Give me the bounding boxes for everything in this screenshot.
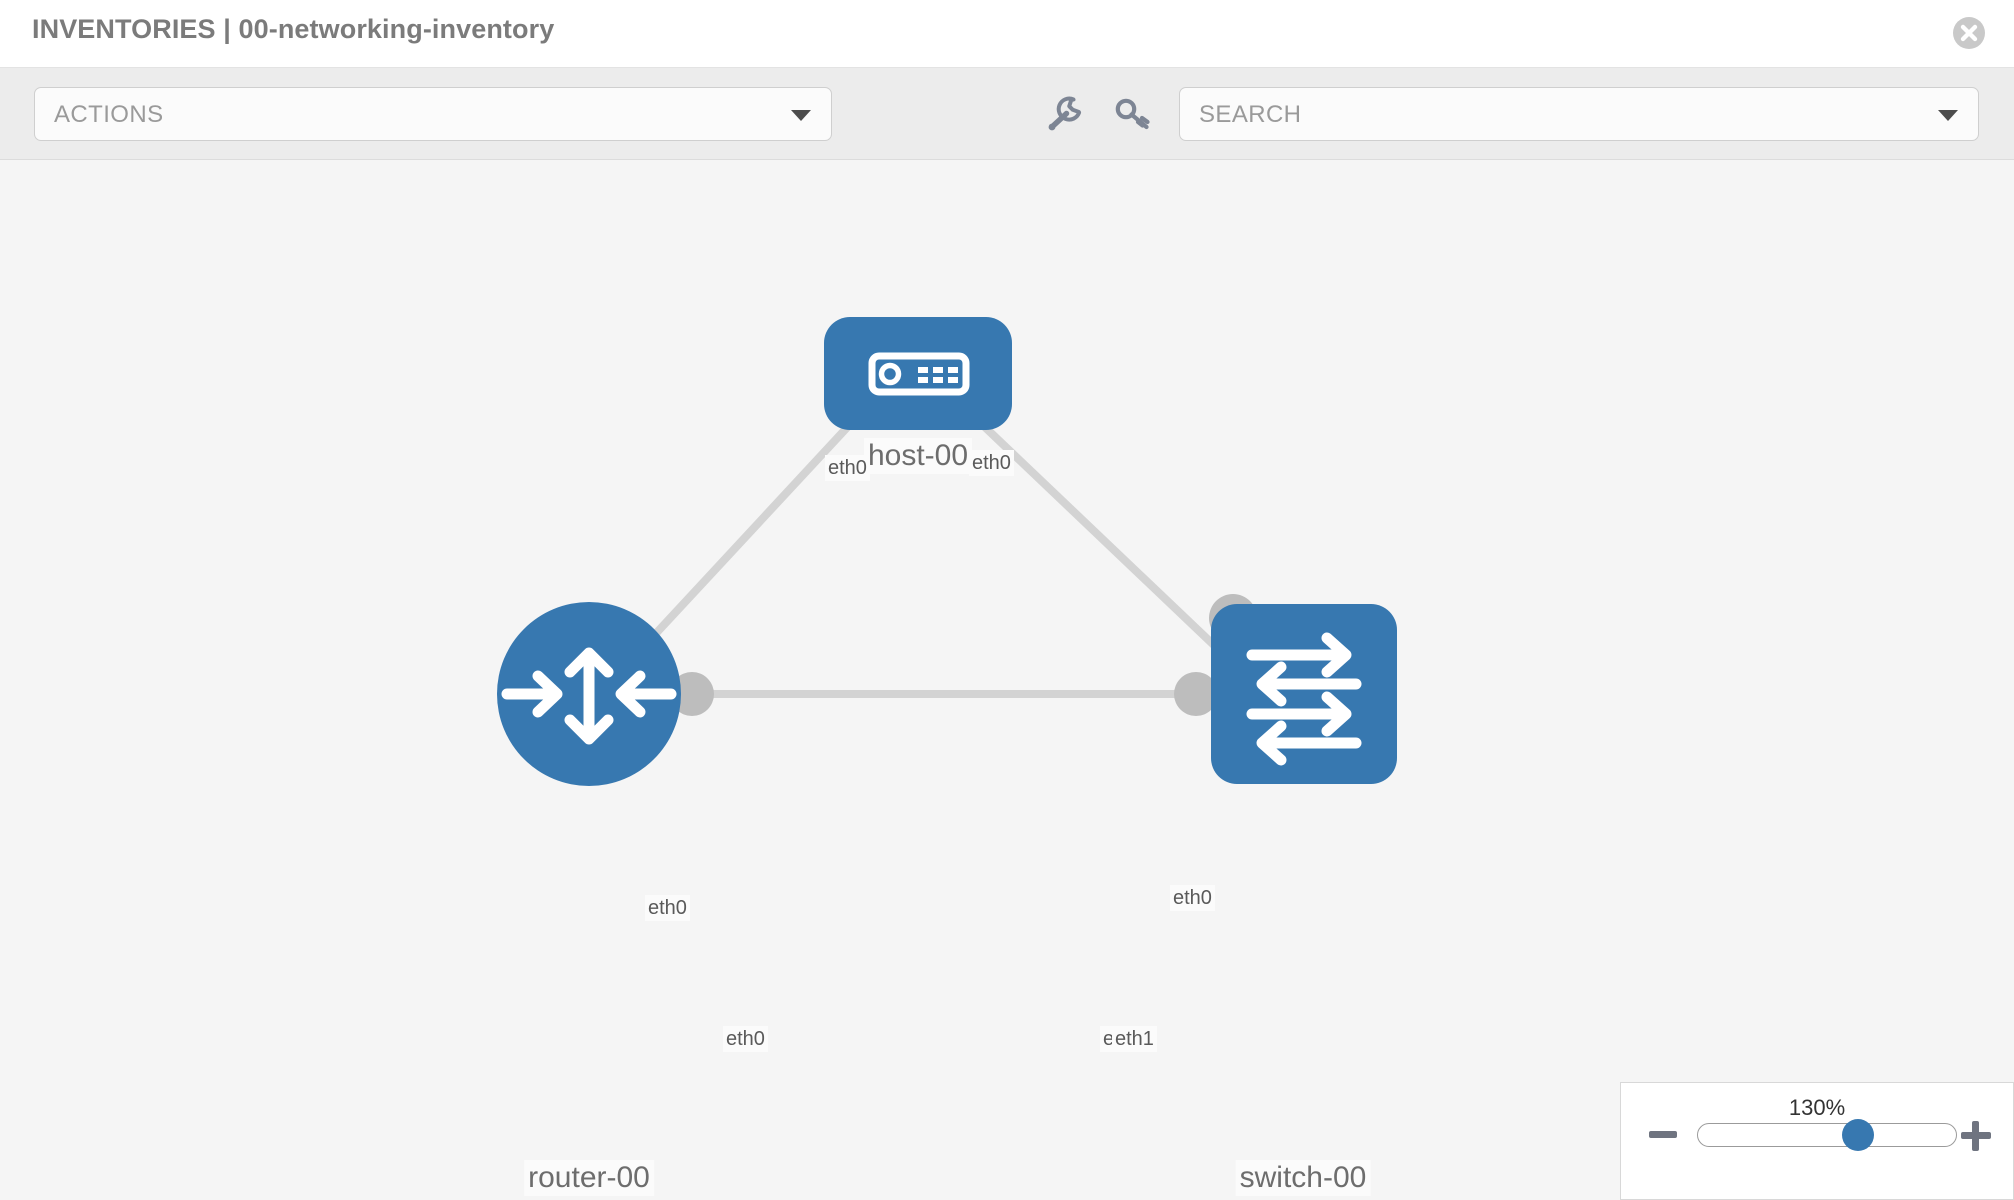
node-label-switch-00: switch-00 — [1235, 1160, 1371, 1196]
zoom-slider-track[interactable] — [1697, 1123, 1957, 1147]
key-icon[interactable] — [1111, 92, 1155, 136]
page-header: INVENTORIES | 00-networking-inventory — [0, 0, 2014, 68]
page-title: INVENTORIES | 00-networking-inventory — [32, 14, 555, 44]
actions-dropdown-label: ACTIONS — [54, 101, 164, 128]
search-placeholder: SEARCH — [1199, 101, 1302, 128]
zoom-control-panel: 130% — [1620, 1082, 2014, 1200]
port-label-switch-upper: eth0 — [1170, 885, 1215, 911]
chevron-down-icon — [1938, 110, 1958, 121]
node-router-00[interactable] — [497, 602, 681, 786]
zoom-out-button[interactable] — [1649, 1131, 1677, 1138]
port-label-switch-left: eth1 — [1112, 1026, 1157, 1052]
port-label-host-left: eth0 — [825, 455, 870, 481]
port-label-host-right: eth0 — [969, 450, 1014, 476]
port-dot-router-right[interactable] — [670, 672, 714, 716]
actions-dropdown[interactable]: ACTIONS — [34, 87, 832, 141]
search-input[interactable]: SEARCH — [1179, 87, 1979, 141]
link-host-switch[interactable] — [945, 389, 1243, 673]
toolbar: ACTIONS SEARCH — [0, 68, 2014, 160]
node-switch-00[interactable] — [1211, 604, 1397, 784]
port-dot-switch-left[interactable] — [1174, 672, 1218, 716]
topology-graph — [497, 317, 1397, 786]
node-label-router-00: router-00 — [524, 1160, 654, 1196]
zoom-slider-handle[interactable] — [1842, 1119, 1875, 1151]
zoom-percent-label: 130% — [1788, 1095, 1846, 1120]
port-label-router-upper: eth0 — [645, 895, 690, 921]
topology-canvas[interactable]: host-00 router-00 switch-00 eth0 eth0 et… — [0, 160, 2014, 1200]
wrench-icon[interactable] — [1043, 92, 1087, 136]
chevron-down-icon — [791, 110, 811, 121]
close-icon[interactable] — [1950, 14, 1988, 52]
port-label-router-right: eth0 — [723, 1026, 768, 1052]
link-host-router[interactable] — [619, 389, 883, 673]
node-label-host-00: host-00 — [863, 438, 973, 474]
zoom-in-button[interactable] — [1961, 1121, 1991, 1151]
node-host-00[interactable] — [824, 317, 1012, 430]
